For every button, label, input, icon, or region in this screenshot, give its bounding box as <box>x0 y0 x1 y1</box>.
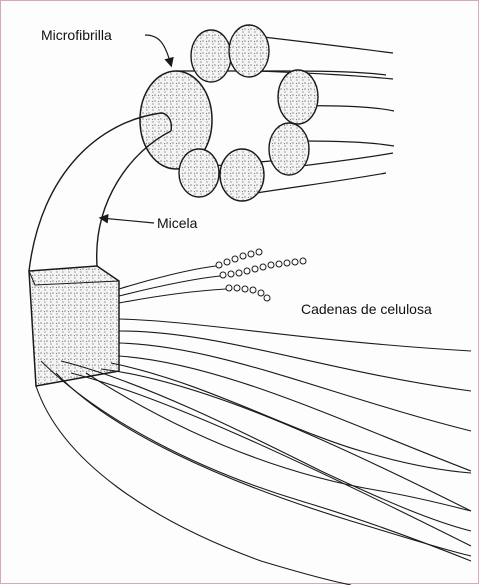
cellulose-chains-label: Cadenas de celulosa <box>301 301 432 317</box>
chain-lines-to-beads <box>119 266 226 303</box>
micelle-pointer <box>101 218 154 223</box>
micelle-label: Micela <box>157 215 198 231</box>
cellulose-chain-beads <box>216 249 306 301</box>
microfibril-pointer <box>145 35 171 65</box>
microfibril-label: Microfibrilla <box>41 27 112 43</box>
microfibril-cylinder <box>140 71 291 169</box>
micelle-block <box>29 266 119 386</box>
